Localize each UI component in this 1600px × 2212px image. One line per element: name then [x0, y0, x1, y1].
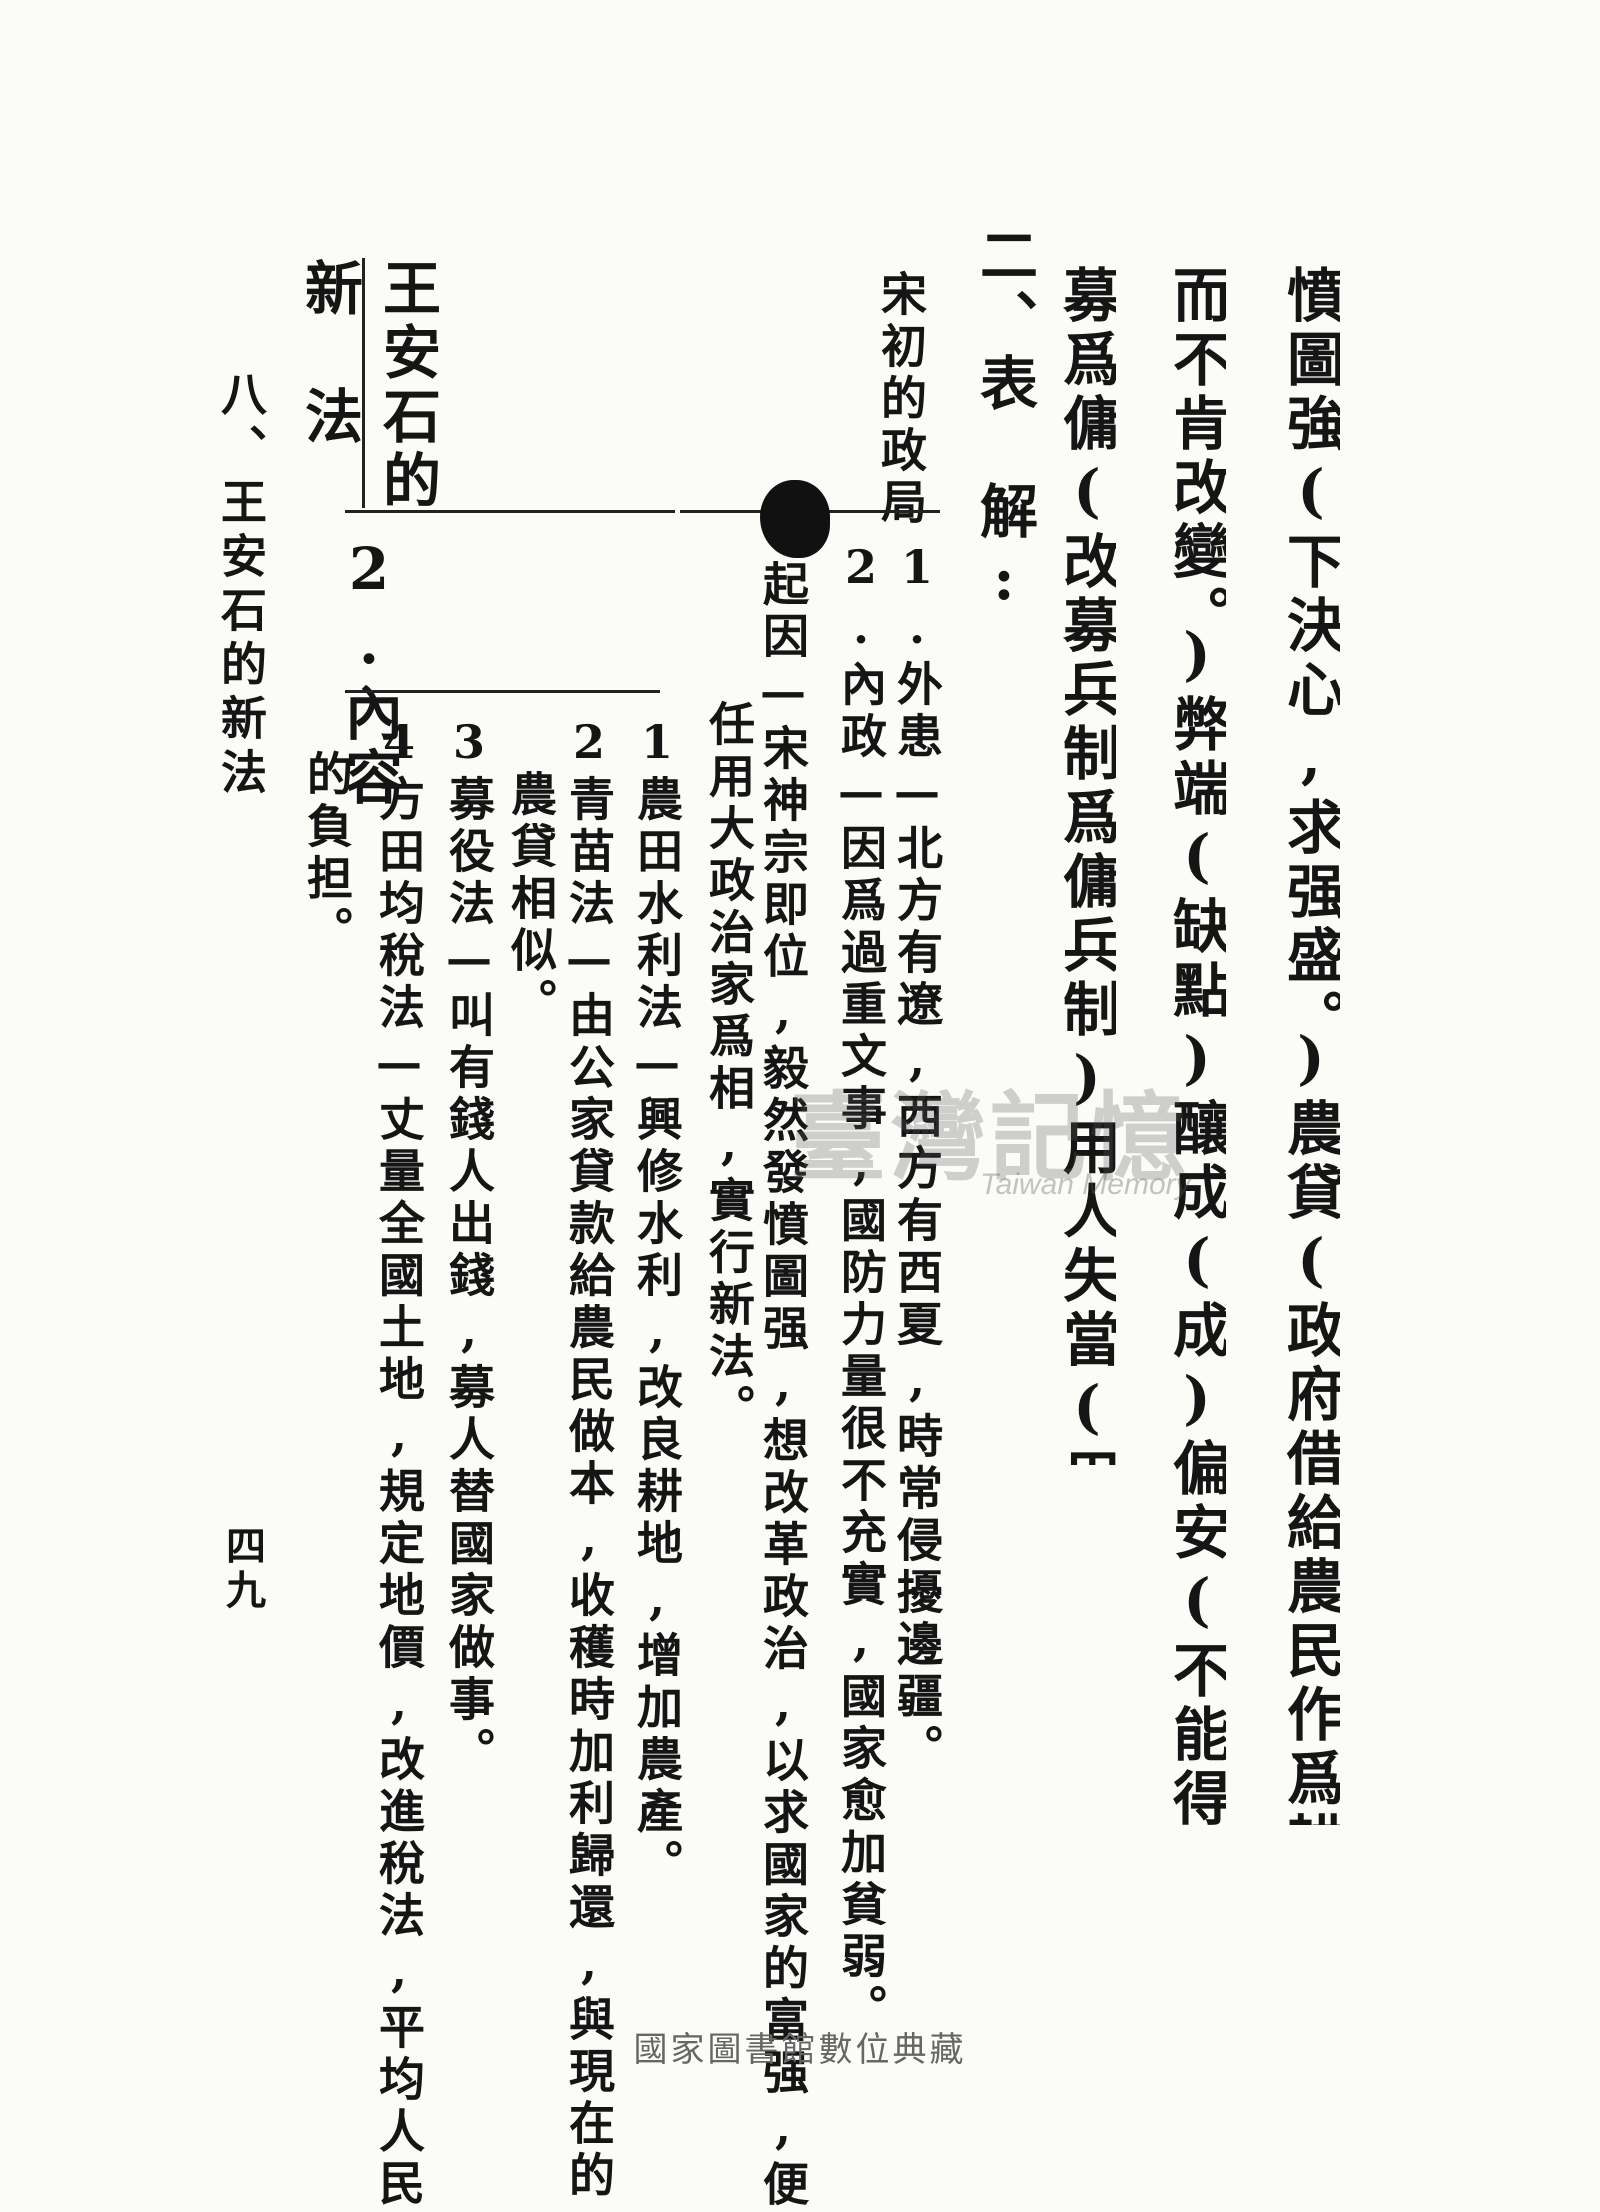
early-song-title: 宋初的政局 — [874, 270, 928, 530]
footer-credit: 國家圖書館數位典藏 — [633, 2030, 967, 2070]
vocab-line-3: 募爲傭(改募兵制爲傭兵制)用人失當(用人不得當。)毅然(堅決的意思) — [1058, 265, 1116, 1465]
new-law-title-b: 新 法 — [295, 258, 363, 450]
new-law-title-rule — [362, 258, 365, 508]
new-law-item-3: 3募役法—叫有錢人出錢,募人替國家做事。 — [442, 715, 496, 1779]
new-law-item-2: 2青苗法—由公家貸款給農民做本,收穫時加利歸還,與現在的 — [562, 715, 616, 2203]
early-song-cause-cont: 任用大政治家爲相,實行新法。 — [702, 700, 756, 1436]
page-number: 四九 — [219, 1525, 266, 1613]
watermark-logo: 臺灣記憶 — [790, 1081, 1190, 1194]
early-song-cause: 起因—宋神宗即位,毅然發憤圖强,想改革政治,以求國家的富强,便 — [756, 560, 810, 2212]
section-heading: 二、表 解: — [970, 225, 1038, 619]
vocab-line-1: 憤圖強(下決心,求强盛。)農貸(政府借給農民作爲耕種本錢的款項。)南宋(宋自高宗… — [1282, 265, 1340, 1825]
vocab-line-2: 而不肯改變。)弊端(缺點)釀成(成)偏安(不能得到全國的統治,只能偏安一方。)寓… — [1168, 265, 1226, 1825]
new-law-content-label: 2.內容 — [335, 535, 403, 811]
early-song-item-2: 2.內政—因爲過重文事,國防力量很不充實,國家愈加貧弱。 — [834, 540, 888, 2036]
new-law-item-1: 1農田水利法—興修水利,改良耕地,增加農產。 — [630, 715, 684, 1891]
new-law-item-4-cont: 的負担。 — [300, 750, 354, 958]
running-head: 八、王安石的新法 — [214, 370, 268, 802]
early-song-item-1: 1.外患—北方有遼,西方有西夏,時常侵擾邊疆。 — [890, 540, 944, 1776]
document-page: 憤圖強(下決心,求强盛。)農貸(政府借給農民作爲耕種本錢的款項。)南宋(宋自高宗… — [214, 225, 1340, 2212]
new-law-brace — [345, 510, 675, 513]
new-law-item-2-cont: 農貸相似。 — [504, 770, 558, 1030]
content-brace — [345, 690, 660, 693]
ink-blot — [760, 480, 830, 558]
watermark-subtitle: Taiwan Memory — [980, 1168, 1191, 1201]
new-law-item-4: 4方田均稅法—丈量全國土地,規定地價,改進稅法,平均人民 — [372, 715, 426, 2211]
new-law-title-a: 王安石的 — [373, 258, 441, 514]
